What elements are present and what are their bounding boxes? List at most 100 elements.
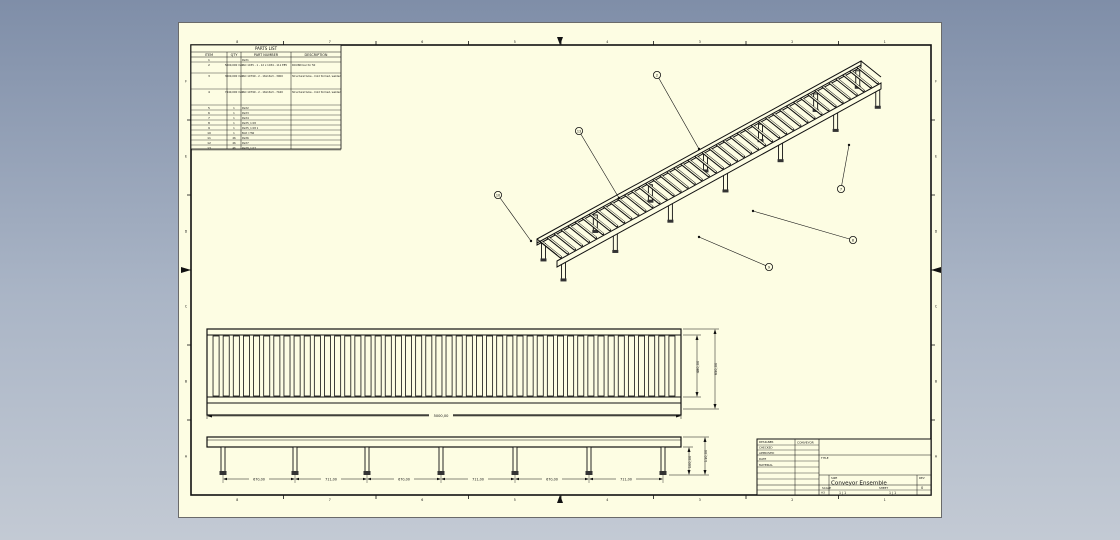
roller: [557, 335, 564, 397]
roller: [587, 335, 595, 397]
grid-col-label: 6: [421, 498, 423, 502]
grid-row-label: A: [185, 455, 188, 459]
roller: [668, 335, 676, 397]
parts-row-item: 2: [208, 63, 210, 67]
parts-row-item: 11: [207, 136, 211, 140]
tb-label-material: MATERIAL: [759, 463, 773, 467]
parts-row-part: Part3: [242, 111, 249, 115]
center-mark-bottom: [557, 495, 563, 503]
roller: [253, 335, 261, 397]
balloon-2: [652, 71, 661, 80]
grid-row-label: B: [185, 380, 187, 384]
parts-row-item: 13: [207, 146, 211, 150]
parts-row-part: Part5_1 08: [242, 121, 256, 125]
parts-row-part: Part1: [242, 58, 249, 62]
balloon-label: 8: [852, 238, 854, 242]
grid-col-label: 2: [791, 498, 793, 502]
dim-leg-spacing: 711,00: [325, 477, 337, 481]
parts-row-item: 9: [208, 126, 210, 130]
top-view: 5000,00 650,00 480,00: [206, 328, 719, 419]
roller: [506, 335, 514, 397]
grid-col-label: 6: [421, 40, 423, 44]
roller: [313, 335, 321, 397]
parts-row-qty: 1: [233, 126, 235, 130]
header-description: DESCRIPTION: [305, 53, 328, 57]
roller: [425, 335, 433, 397]
dim-leg-spacing: 711,00: [472, 477, 484, 481]
parts-row-item: 12: [207, 141, 211, 145]
leg: [220, 446, 226, 474]
parts-row-item: 8: [208, 121, 210, 125]
dim-height-leg: 100,00: [688, 455, 692, 468]
parts-row-item: 10: [207, 131, 211, 135]
balloon-13: [574, 127, 583, 136]
roller: [415, 335, 423, 397]
parts-row-qty: 46: [232, 146, 236, 150]
leg: [660, 446, 666, 474]
parts-row-qty: 1: [233, 106, 235, 110]
roller: [405, 335, 412, 397]
parts-row-qty: 3000,000 mm: [225, 74, 244, 78]
parts-list-title: PARTS LIST: [255, 46, 278, 51]
balloon-label: 2: [656, 73, 658, 77]
roller: [597, 335, 605, 397]
roller: [648, 335, 656, 397]
parts-row-qty: 46: [232, 141, 236, 145]
parts-row-part: ISO 1035 - 1 - 12 x 1034 - 111 EE5: [242, 63, 287, 67]
grid-row-label: B: [935, 380, 937, 384]
grid-col-label: 1: [884, 498, 886, 502]
tb-label-approved: APPROVED: [759, 451, 774, 455]
grid-col-label: 3: [699, 40, 701, 44]
roller: [638, 335, 645, 397]
parts-row-item: 5: [208, 106, 210, 110]
parts-row-qty: 7440,000 mm: [225, 90, 244, 94]
dim-overall-length: 5000,00: [434, 414, 450, 418]
parts-row: 5 1 Part2: [208, 106, 249, 110]
roller: [627, 335, 635, 397]
grid-col-label: 7: [329, 498, 331, 502]
roller: [324, 335, 331, 397]
parts-row-part: Part2: [242, 106, 249, 110]
parts-row: 7 1 Part4: [208, 116, 249, 120]
roller: [658, 335, 666, 397]
tb-label-sheet: SHEET: [879, 486, 888, 490]
tb-scale: 1 / 1: [839, 491, 846, 495]
roller: [273, 335, 281, 397]
parts-row-part: Part4: [242, 116, 249, 120]
parts-row-item: 3: [208, 74, 210, 78]
balloon-9: [765, 262, 774, 271]
dim-overall-width: 650,00: [714, 362, 718, 375]
header-qty: QTY: [231, 53, 239, 57]
tb-label-title: TITLE: [820, 456, 829, 460]
dim-leg-spacing: 670,00: [253, 477, 265, 481]
dim-height-total: 110,00: [704, 449, 708, 462]
grid-col-label: 1: [884, 40, 886, 44]
grid-row-label: C: [935, 305, 938, 309]
parts-row-qty: 1: [233, 116, 235, 120]
parts-row-part: Part5_1 08 1: [242, 126, 259, 130]
grid-row-label: D: [935, 230, 938, 234]
parts-row-part: Part7: [242, 141, 249, 145]
center-mark-right: [931, 267, 941, 273]
center-mark-left: [181, 267, 191, 273]
dim-leg-spacing: 711,00: [620, 477, 632, 481]
balloon-label: 10: [496, 193, 500, 197]
grid-row-label: E: [935, 155, 937, 159]
roller: [303, 335, 311, 397]
roller: [496, 335, 504, 397]
grid-row-label: D: [185, 230, 188, 234]
grid-col-label: 8: [236, 498, 238, 502]
parts-row-item: 7: [208, 116, 210, 120]
tb-revision: 0: [921, 486, 924, 490]
grid-col-label: 7: [329, 40, 331, 44]
dim-inner-width: 480,00: [696, 360, 700, 373]
tb-project-name: CONVEYOR: [797, 441, 814, 445]
